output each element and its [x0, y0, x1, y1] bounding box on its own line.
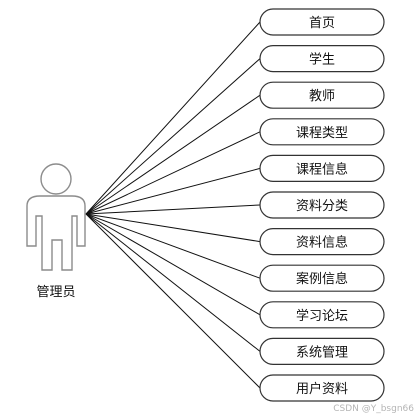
- use-case-node: 用户资料: [259, 374, 385, 402]
- use-case-box: [259, 191, 385, 219]
- actor-head: [40, 163, 72, 195]
- use-case-label: 资料分类: [296, 199, 348, 214]
- use-case-label: 学生: [309, 52, 335, 68]
- connector-group: [85, 21, 261, 389]
- actor-figure: [26, 163, 86, 271]
- use-case-label: 课程类型: [296, 126, 348, 141]
- connector-line: [85, 131, 261, 215]
- connector-line: [85, 213, 261, 316]
- use-case-node: 案例信息: [259, 264, 385, 292]
- use-case-label: 案例信息: [296, 271, 348, 287]
- use-case-label: 学习论坛: [296, 308, 348, 324]
- use-case-box: [259, 374, 385, 402]
- connector-line: [85, 21, 261, 215]
- use-case-node: 资料分类: [259, 191, 385, 219]
- use-case-label: 首页: [309, 16, 335, 31]
- use-case-box: [259, 301, 385, 329]
- use-case-label: 用户资料: [296, 381, 348, 397]
- connector-line: [85, 213, 261, 389]
- connector-line: [85, 58, 261, 215]
- use-case-box: [259, 154, 385, 182]
- connector-line: [85, 213, 261, 352]
- use-case-box: [259, 264, 385, 292]
- use-case-box: [259, 228, 385, 256]
- use-case-node: 课程信息: [259, 154, 385, 182]
- watermark-text: CSDN @Y_bsgn66: [333, 404, 414, 414]
- use-case-box: [259, 44, 385, 73]
- use-case-label: 课程信息: [296, 161, 348, 177]
- use-case-node: 课程类型: [259, 118, 385, 146]
- use-case-node: 教师: [259, 81, 385, 109]
- use-case-node: 资料信息: [259, 228, 385, 256]
- actor-label: 管理员: [36, 285, 75, 300]
- use-case-box: [259, 118, 385, 146]
- connector-line: [85, 167, 261, 215]
- use-case-node: 学习论坛: [259, 301, 385, 329]
- connector-line: [85, 94, 261, 215]
- actor-body: [26, 195, 86, 271]
- use-case-box: [259, 337, 385, 365]
- use-case-node: 首页: [259, 8, 385, 36]
- use-case-node: 学生: [259, 44, 385, 73]
- use-case-box: [259, 8, 385, 36]
- use-case-label: 教师: [309, 88, 335, 104]
- use-case-node: 系统管理: [259, 337, 385, 365]
- use-case-box: [259, 81, 385, 109]
- use-case-label: 资料信息: [296, 235, 348, 251]
- connector-line: [85, 213, 261, 279]
- connector-line: [85, 213, 261, 243]
- use-case-label: 系统管理: [296, 345, 348, 360]
- connector-line: [85, 204, 261, 215]
